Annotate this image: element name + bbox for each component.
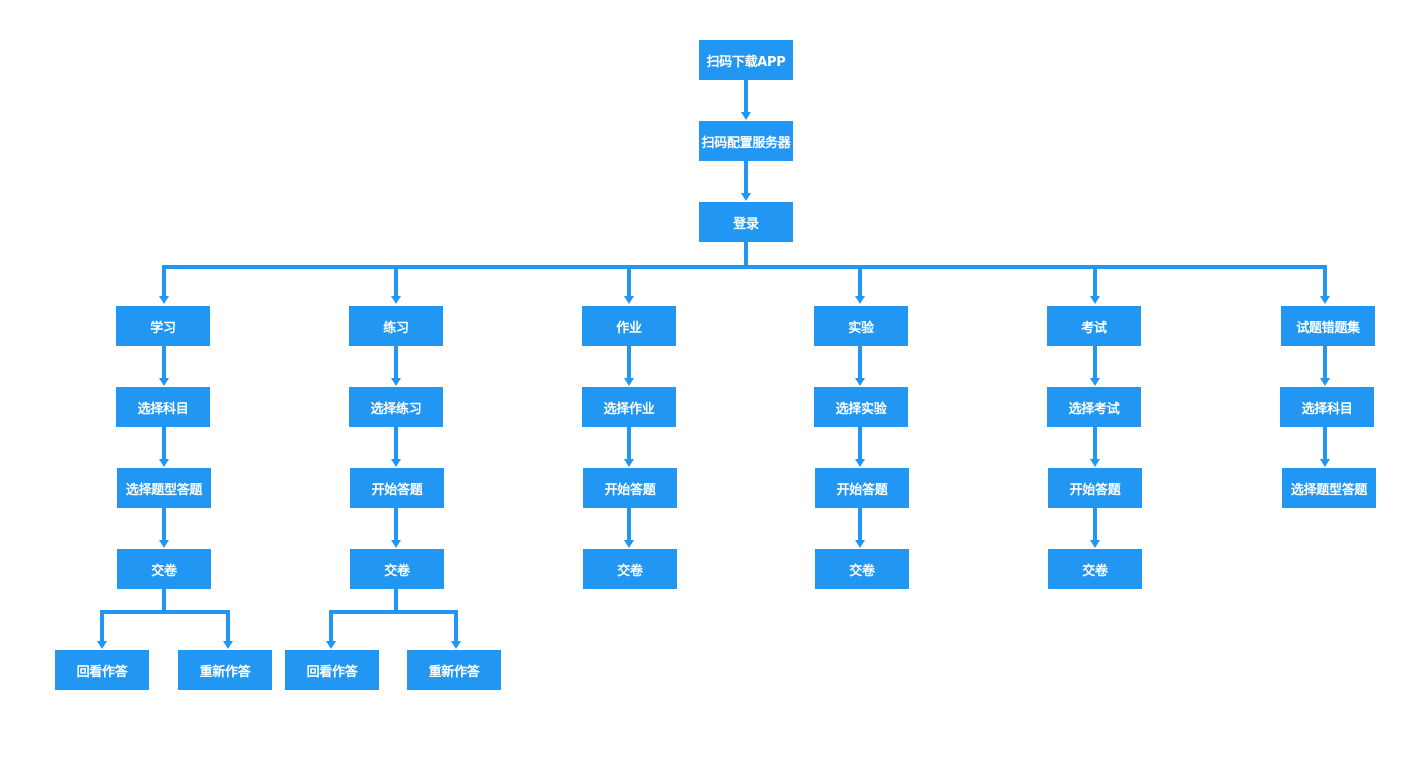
arrowhead-18: [855, 459, 865, 467]
arrowhead-10: [159, 540, 169, 548]
node-config-server: 扫码配置服务器: [699, 121, 793, 161]
arrowhead-21: [1090, 459, 1100, 467]
arrowhead-3: [391, 296, 401, 304]
node-study: 学习: [116, 306, 210, 346]
node-practice-submit: 交卷: [350, 549, 444, 589]
arrowhead-28: [451, 641, 461, 649]
arrowhead-6: [1090, 296, 1100, 304]
node-practice-review: 回看作答: [285, 650, 379, 690]
arrowhead-2: [159, 296, 169, 304]
arrowhead-22: [1090, 540, 1100, 548]
arrowhead-9: [159, 459, 169, 467]
arrowhead-0: [741, 112, 751, 120]
arrowhead-27: [326, 641, 336, 649]
arrowhead-1: [741, 193, 751, 201]
node-exam-submit: 交卷: [1048, 549, 1142, 589]
node-study-review: 回看作答: [55, 650, 149, 690]
arrowhead-15: [624, 459, 634, 467]
arrowhead-5: [855, 296, 865, 304]
node-exam: 考试: [1047, 306, 1141, 346]
node-homework-start: 开始答题: [583, 468, 677, 508]
arrowhead-14: [624, 378, 634, 386]
arrowhead-8: [159, 378, 169, 386]
arrowhead-13: [391, 540, 401, 548]
arrowhead-16: [624, 540, 634, 548]
arrowhead-19: [855, 540, 865, 548]
node-practice-select: 选择练习: [349, 387, 443, 427]
node-practice: 练习: [349, 306, 443, 346]
node-practice-start: 开始答题: [350, 468, 444, 508]
node-wrong-questions: 试题错题集: [1281, 306, 1375, 346]
node-practice-redo: 重新作答: [407, 650, 501, 690]
node-study-redo: 重新作答: [178, 650, 272, 690]
node-study-select-subject: 选择科目: [116, 387, 210, 427]
arrowhead-17: [855, 378, 865, 386]
node-homework: 作业: [582, 306, 676, 346]
node-experiment-start: 开始答题: [815, 468, 909, 508]
arrowhead-4: [624, 296, 634, 304]
node-login: 登录: [699, 202, 793, 242]
arrowhead-26: [223, 641, 233, 649]
node-wrong-select-question-type: 选择题型答题: [1282, 468, 1376, 508]
node-homework-submit: 交卷: [583, 549, 677, 589]
arrowhead-23: [1320, 378, 1330, 386]
node-study-select-question-type: 选择题型答题: [117, 468, 211, 508]
arrowhead-7: [1320, 296, 1330, 304]
node-experiment-select: 选择实验: [814, 387, 908, 427]
arrowhead-12: [391, 459, 401, 467]
arrowhead-20: [1090, 378, 1100, 386]
arrowhead-11: [391, 378, 401, 386]
node-homework-select: 选择作业: [582, 387, 676, 427]
node-study-submit: 交卷: [117, 549, 211, 589]
node-exam-start: 开始答题: [1048, 468, 1142, 508]
node-download-app: 扫码下载APP: [699, 40, 793, 80]
node-exam-select: 选择考试: [1047, 387, 1141, 427]
arrowhead-24: [1320, 459, 1330, 467]
node-wrong-select-subject: 选择科目: [1280, 387, 1374, 427]
node-experiment-submit: 交卷: [815, 549, 909, 589]
node-experiment: 实验: [814, 306, 908, 346]
arrowhead-25: [97, 641, 107, 649]
